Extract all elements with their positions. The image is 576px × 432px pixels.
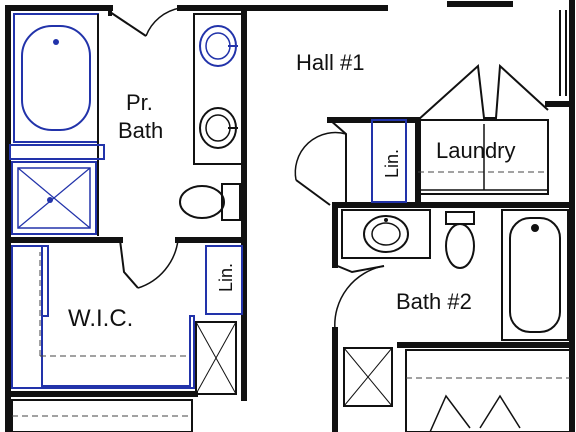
room-label-linen-wic: Lin.: [216, 263, 236, 292]
room-label-pr-bath-2: Bath: [118, 118, 163, 143]
sink-icon: [199, 107, 238, 149]
room-label-pr-bath-1: Pr.: [126, 90, 153, 115]
sink-icon: [363, 215, 409, 253]
shower-pr-bath: [11, 161, 97, 235]
wic-shelving: [11, 245, 243, 389]
toilet-icon: [445, 211, 475, 269]
toilet-icon: [179, 183, 241, 221]
room-label-hall: Hall #1: [296, 50, 364, 75]
bathtub-pr-bath: [13, 13, 99, 143]
room-label-bath-2: Bath #2: [396, 289, 472, 314]
room-label-laundry: Laundry: [436, 138, 516, 163]
room-label-wic: W.I.C.: [68, 305, 133, 332]
sink-icon: [199, 25, 238, 67]
walls: [5, 0, 575, 432]
bathtub-bath-2: [501, 209, 569, 341]
room-label-linen-hall: Lin.: [382, 149, 402, 178]
